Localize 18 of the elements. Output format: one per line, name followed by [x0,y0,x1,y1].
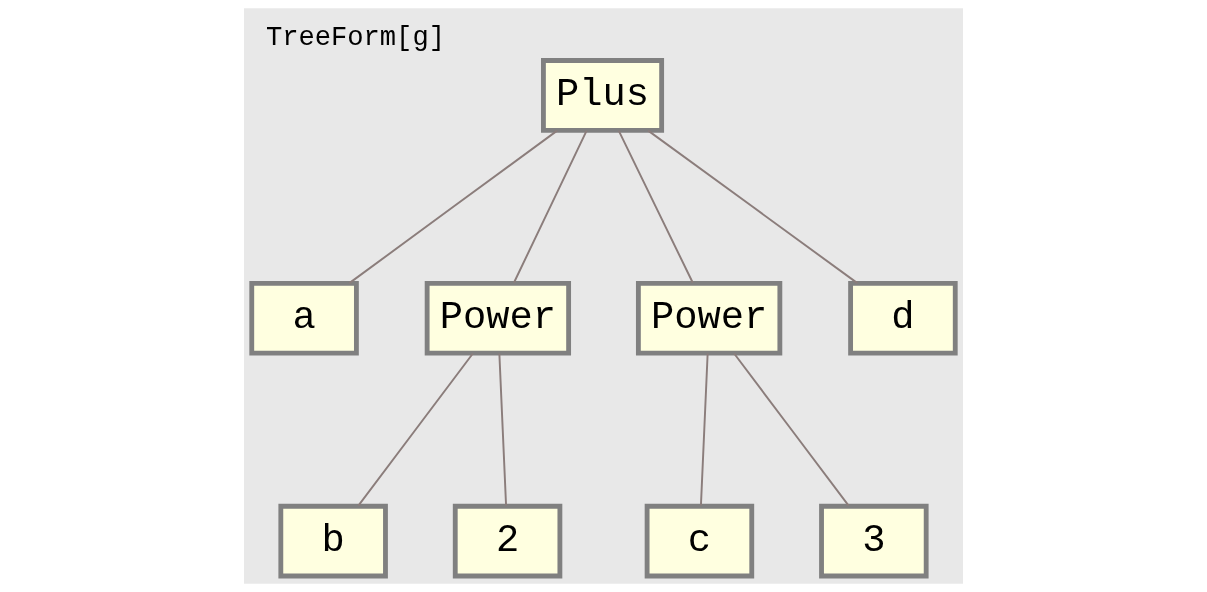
node-box: 3 [819,503,929,579]
connector [498,352,508,507]
connector [699,352,709,507]
connector [647,129,859,285]
connector [733,352,850,507]
node-box: b [278,503,388,579]
diagram-title: TreeForm[g] [265,22,445,54]
node-box: c [644,503,755,579]
node-box: 2 [452,503,563,579]
connector [512,129,588,284]
node-box: Power [424,280,572,356]
node-box: d [848,280,958,356]
connector [357,352,474,507]
node-box: Power [635,280,783,356]
connector [617,129,694,284]
connector [348,129,559,285]
node-box: Plus [541,58,665,133]
node-box: a [249,280,359,356]
